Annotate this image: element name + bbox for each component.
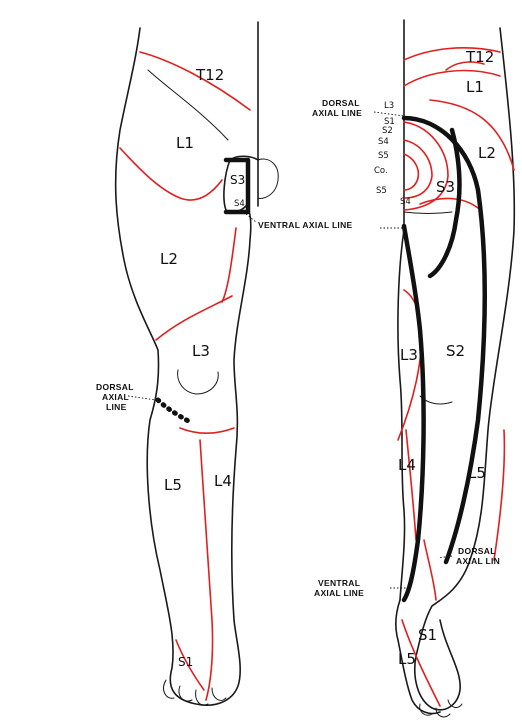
front-t12-l1-boundary xyxy=(140,52,250,110)
front-dorsal-axial-line-1: DORSAL xyxy=(96,382,134,392)
back-l1-boundary xyxy=(404,71,500,86)
front-l1-l2-boundary xyxy=(120,148,222,200)
back-gluteal-fold xyxy=(404,212,452,214)
front-label-l3: L3 xyxy=(192,342,210,360)
back-label-s3: S3 xyxy=(436,178,455,196)
front-l2-l3-boundary xyxy=(156,296,232,340)
back-l4-boundary xyxy=(406,430,416,540)
front-label-t12: T12 xyxy=(195,66,224,84)
back-sacral-arc-3 xyxy=(404,154,418,190)
back-label-s2: S2 xyxy=(446,342,465,360)
back-label-l3: L3 xyxy=(400,346,418,364)
back-dorsal-axial-top-1: DORSAL xyxy=(322,98,360,108)
back-heel-boundary xyxy=(424,540,436,600)
back-l2-boundary xyxy=(430,100,514,170)
front-label-s4: S4 xyxy=(234,199,245,209)
back-label-l3-top: L3 xyxy=(384,101,394,111)
back-label-l5: L5 xyxy=(468,464,486,482)
back-s2-inner-line xyxy=(430,130,459,276)
back-leg-outline xyxy=(398,28,514,710)
front-label-s1: S1 xyxy=(178,655,193,669)
front-l3-l4-boundary xyxy=(180,428,234,433)
back-label-s1-foot: S1 xyxy=(418,626,437,644)
front-label-l5: L5 xyxy=(164,476,182,494)
front-l2-inner-boundary xyxy=(222,228,236,302)
front-label-l2: L2 xyxy=(160,250,178,268)
back-label-s4-low: S4 xyxy=(400,197,411,207)
back-dorsal-axial-low-1: DORSAL xyxy=(458,546,496,556)
back-leg-view: T12 L1 L2 L3 S1 S2 S4 S5 Co. S5 S4 S3 S2… xyxy=(312,20,514,717)
back-dorsal-axial-low-2: AXIAL LIN xyxy=(456,556,500,566)
back-dorsal-leader-top xyxy=(374,112,404,116)
front-label-l1: L1 xyxy=(176,134,194,152)
front-l4-l5-boundary xyxy=(200,440,213,700)
front-label-s3: S3 xyxy=(230,173,245,187)
front-dorsal-leader xyxy=(128,396,156,400)
back-label-t12: T12 xyxy=(465,48,494,66)
back-ventral-axial-low-2: AXIAL LINE xyxy=(314,588,364,598)
front-toes xyxy=(164,680,226,705)
front-dorsal-axial-line-3: LINE xyxy=(106,402,127,412)
back-label-l5-foot: L5 xyxy=(398,650,416,668)
back-label-s5-top: S5 xyxy=(378,151,389,161)
back-ventral-axial-low-1: VENTRAL xyxy=(318,578,360,588)
back-label-s4-top: S4 xyxy=(378,137,389,147)
back-label-s2-top: S2 xyxy=(382,126,393,136)
front-dorsal-axial-line-2: AXIAL xyxy=(102,392,129,402)
back-label-l2: L2 xyxy=(478,144,496,162)
back-label-co: Co. xyxy=(374,166,388,176)
front-leg-view: T12 L1 S3 S4 L2 L3 L5 L4 S1 DORSAL AXIAL… xyxy=(96,22,353,705)
back-dorsal-axial-top-2: AXIAL LINE xyxy=(312,108,362,118)
back-lateral-boundary xyxy=(494,430,504,560)
front-dorsal-axial-dots xyxy=(158,400,190,422)
front-patella xyxy=(178,370,219,394)
back-label-l4: L4 xyxy=(398,456,416,474)
front-label-l4: L4 xyxy=(214,472,232,490)
front-leg-outline xyxy=(116,28,251,705)
back-label-s5-low: S5 xyxy=(376,186,387,196)
front-ventral-axial-line: VENTRAL AXIAL LINE xyxy=(258,220,353,230)
front-scrotum xyxy=(258,159,278,198)
back-label-l1: L1 xyxy=(466,78,484,96)
